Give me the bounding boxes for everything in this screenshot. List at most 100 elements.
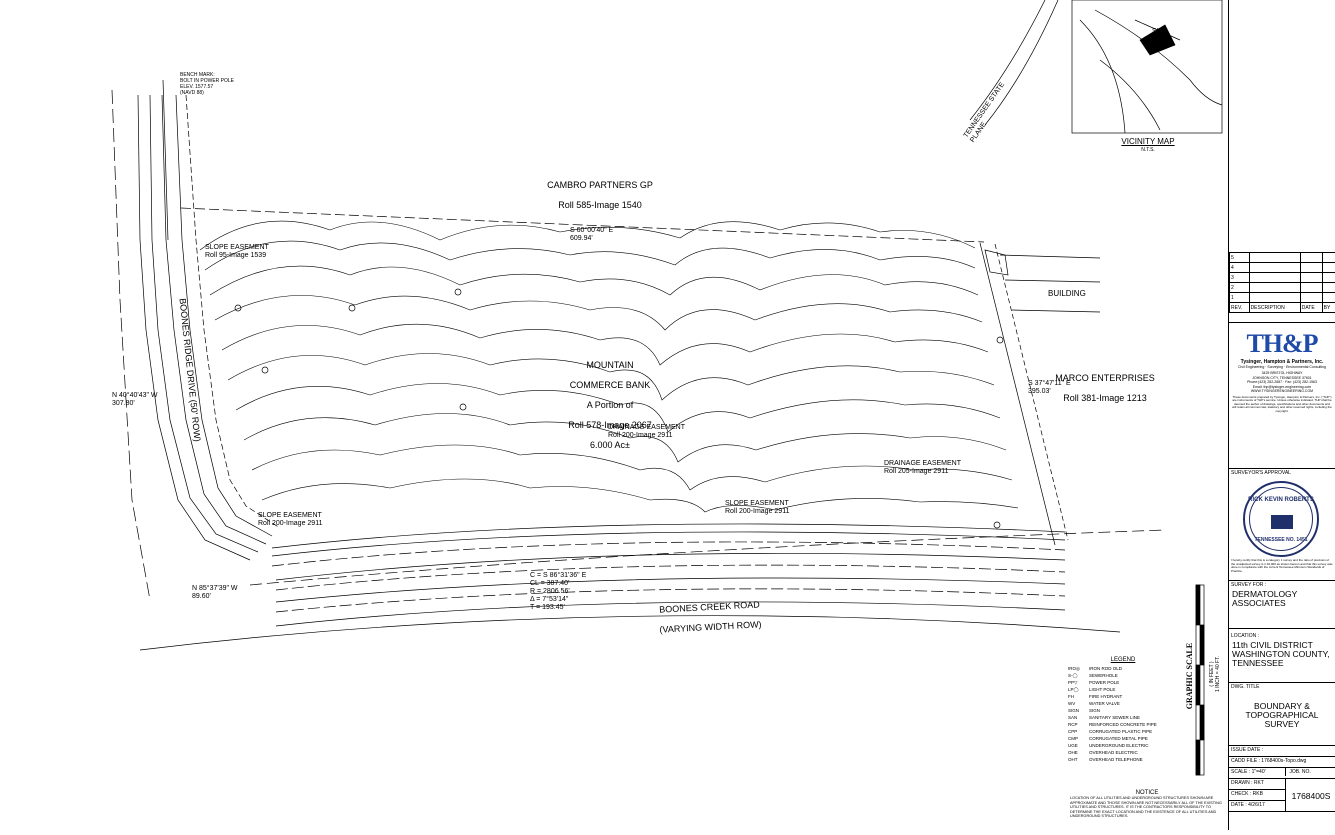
- legend-description: SANITARY SEWER LINE: [1089, 714, 1140, 721]
- checked-by: CHECK : RKB: [1229, 790, 1285, 798]
- legend-description: UNDERGROUND ELECTRIC: [1089, 742, 1149, 749]
- drawn-by: DRAWN : RKT: [1229, 779, 1285, 787]
- south-road-name: BOONES CREEK ROAD: [639, 598, 779, 615]
- seal-state: TENNESSEE NO. 1451: [1245, 537, 1317, 543]
- revision-row: 5: [1230, 253, 1335, 263]
- firm-tagline: Civil Engineering · Surveying · Environm…: [1229, 365, 1335, 369]
- firm-logo: TH&P: [1229, 329, 1335, 359]
- legend-item: S-◯SEWERHOLE: [1068, 672, 1178, 679]
- north-bearing: S 60°00'40" E 609.94': [570, 227, 613, 243]
- revision-number: 2: [1230, 283, 1250, 293]
- dwg-title-block: DWG. TITLE BOUNDARY & TOPOGRAPHICAL SURV…: [1229, 682, 1335, 742]
- legend-description: POWER POLE: [1089, 679, 1119, 686]
- location-value: 11th CIVIL DISTRICT WASHINGTON COUNTY, T…: [1229, 640, 1335, 669]
- survey-for-block: SURVEY FOR : DERMATOLOGY ASSOCIATES: [1229, 580, 1335, 628]
- parcel-line1: MOUNTAIN: [560, 360, 660, 370]
- legend-description: WATER VALVE: [1089, 700, 1120, 707]
- job-number: 1768400S: [1285, 778, 1335, 812]
- rev-header-date: DATE: [1300, 303, 1322, 313]
- seal-emblem-icon: [1271, 515, 1293, 529]
- revision-cell: [1322, 253, 1335, 263]
- surveyor-approval: SURVEYOR'S APPROVAL RICK KEVIN ROBERTS T…: [1229, 468, 1335, 578]
- revision-cell: [1249, 253, 1300, 263]
- drawing-date: DATE : 4/26/17: [1229, 801, 1285, 809]
- revision-cell: [1249, 293, 1300, 303]
- rev-header-by: BY: [1322, 303, 1335, 313]
- north-owner: CAMBRO PARTNERS GP: [520, 180, 680, 190]
- legend-item: LP◯LIGHT POLE: [1068, 686, 1178, 693]
- firm-block: TH&P Tysinger, Hampton & Partners, Inc. …: [1229, 322, 1335, 438]
- check-row: CHECK : RKB: [1229, 789, 1285, 800]
- legend-description: OVERHEAD ELECTRIC: [1089, 749, 1138, 756]
- revision-cell: [1322, 283, 1335, 293]
- revision-cell: [1249, 263, 1300, 273]
- slope-easement-west: SLOPE EASEMENT Roll 95-Image 1539: [205, 244, 269, 260]
- revision-number: 5: [1230, 253, 1250, 263]
- legend-symbol: RCP: [1068, 721, 1086, 728]
- notice-text: LOCATION OF ALL UTILITIES AND UNDERGROUN…: [1070, 796, 1224, 819]
- graphic-scale-units: ( IN FEET ) 1 inch = 40 ft.: [1209, 629, 1221, 719]
- legend-title: LEGEND: [1068, 657, 1178, 663]
- north-deed: Roll 585-Image 1540: [520, 200, 680, 210]
- revision-row: 1: [1230, 293, 1335, 303]
- revision-cell: [1322, 263, 1335, 273]
- benchmark-note: BENCH MARK: BOLT IN POWER POLE ELEV. 157…: [180, 72, 234, 96]
- date-row: DATE : 4/26/17: [1229, 800, 1285, 811]
- issue-date-row: ISSUE DATE :: [1229, 745, 1335, 756]
- legend-symbol: CMP: [1068, 735, 1086, 742]
- legend-description: SIGN: [1089, 707, 1100, 714]
- survey-for-value: DERMATOLOGY ASSOCIATES: [1229, 589, 1335, 609]
- firm-disclaimer: These documents prepared by Tysinger, Ha…: [1229, 396, 1335, 414]
- rev-header-description: DESCRIPTION: [1249, 303, 1300, 313]
- boones-ridge-drive: [112, 80, 280, 600]
- job-no-label: JOB. NO.: [1287, 768, 1312, 776]
- legend-symbol: CPP: [1068, 728, 1086, 735]
- location-block: LOCATION : 11th CIVIL DISTRICT WASHINGTO…: [1229, 628, 1335, 680]
- dwg-title-label: DWG. TITLE: [1229, 683, 1335, 691]
- graphic-scale-title: GRAPHIC SCALE: [1186, 626, 1194, 726]
- notice: NOTICE LOCATION OF ALL UTILITIES AND UND…: [1070, 790, 1224, 819]
- vicinity-site-label: SITE: [1152, 28, 1168, 36]
- dwg-title-value: BOUNDARY & TOPOGRAPHICAL SURVEY: [1229, 701, 1335, 730]
- cadd-file: CADD FILE : 1768400s-Topo.dwg: [1229, 757, 1335, 765]
- issue-date: ISSUE DATE :: [1229, 746, 1335, 754]
- revision-cell: [1300, 273, 1322, 283]
- revision-cell: [1249, 283, 1300, 293]
- firm-address: 3425 BRISTOL HIGHWAY JOHNSON CITY, TENNE…: [1229, 371, 1335, 394]
- parcel-label: MOUNTAIN COMMERCE BANK A Portion of Roll…: [560, 350, 660, 460]
- revision-cell: [1322, 293, 1335, 303]
- slope-easement-south: SLOPE EASEMENT Roll 200-Image 2911: [258, 512, 322, 528]
- revision-cell: [1300, 293, 1322, 303]
- certification-text: I hereby certify that this is a category…: [1231, 559, 1333, 573]
- building-label: BUILDING: [1048, 289, 1086, 298]
- survey-for-label: SURVEY FOR :: [1229, 581, 1335, 589]
- survey-drawing: CAMBRO PARTNERS GP Roll 585-Image 1540 M…: [0, 0, 1228, 830]
- cadd-file-row: CADD FILE : 1768400s-Topo.dwg: [1229, 756, 1335, 767]
- vicinity-map-scale: N.T.S.: [1098, 146, 1198, 154]
- revision-cell: [1300, 283, 1322, 293]
- surveyor-seal: RICK KEVIN ROBERTS TENNESSEE NO. 1451: [1243, 481, 1319, 557]
- legend-description: REINFORCED CONCRETE PIPE: [1089, 721, 1157, 728]
- legend-description: CORRUGATED METAL PIPE: [1089, 735, 1148, 742]
- legend-symbol: S-◯: [1068, 672, 1086, 679]
- building-outline: [1000, 255, 1100, 312]
- legend-item: IRO◎IRON ROD OLD: [1068, 665, 1178, 672]
- legend-symbol: PP▽: [1068, 679, 1086, 686]
- legend-symbol: OHT: [1068, 756, 1086, 763]
- legend-description: SEWERHOLE: [1089, 672, 1118, 679]
- revision-cell: [1249, 273, 1300, 283]
- revision-row: 3: [1230, 273, 1335, 283]
- legend-symbol: SIGN: [1068, 707, 1086, 714]
- legend-symbol: FH: [1068, 693, 1086, 700]
